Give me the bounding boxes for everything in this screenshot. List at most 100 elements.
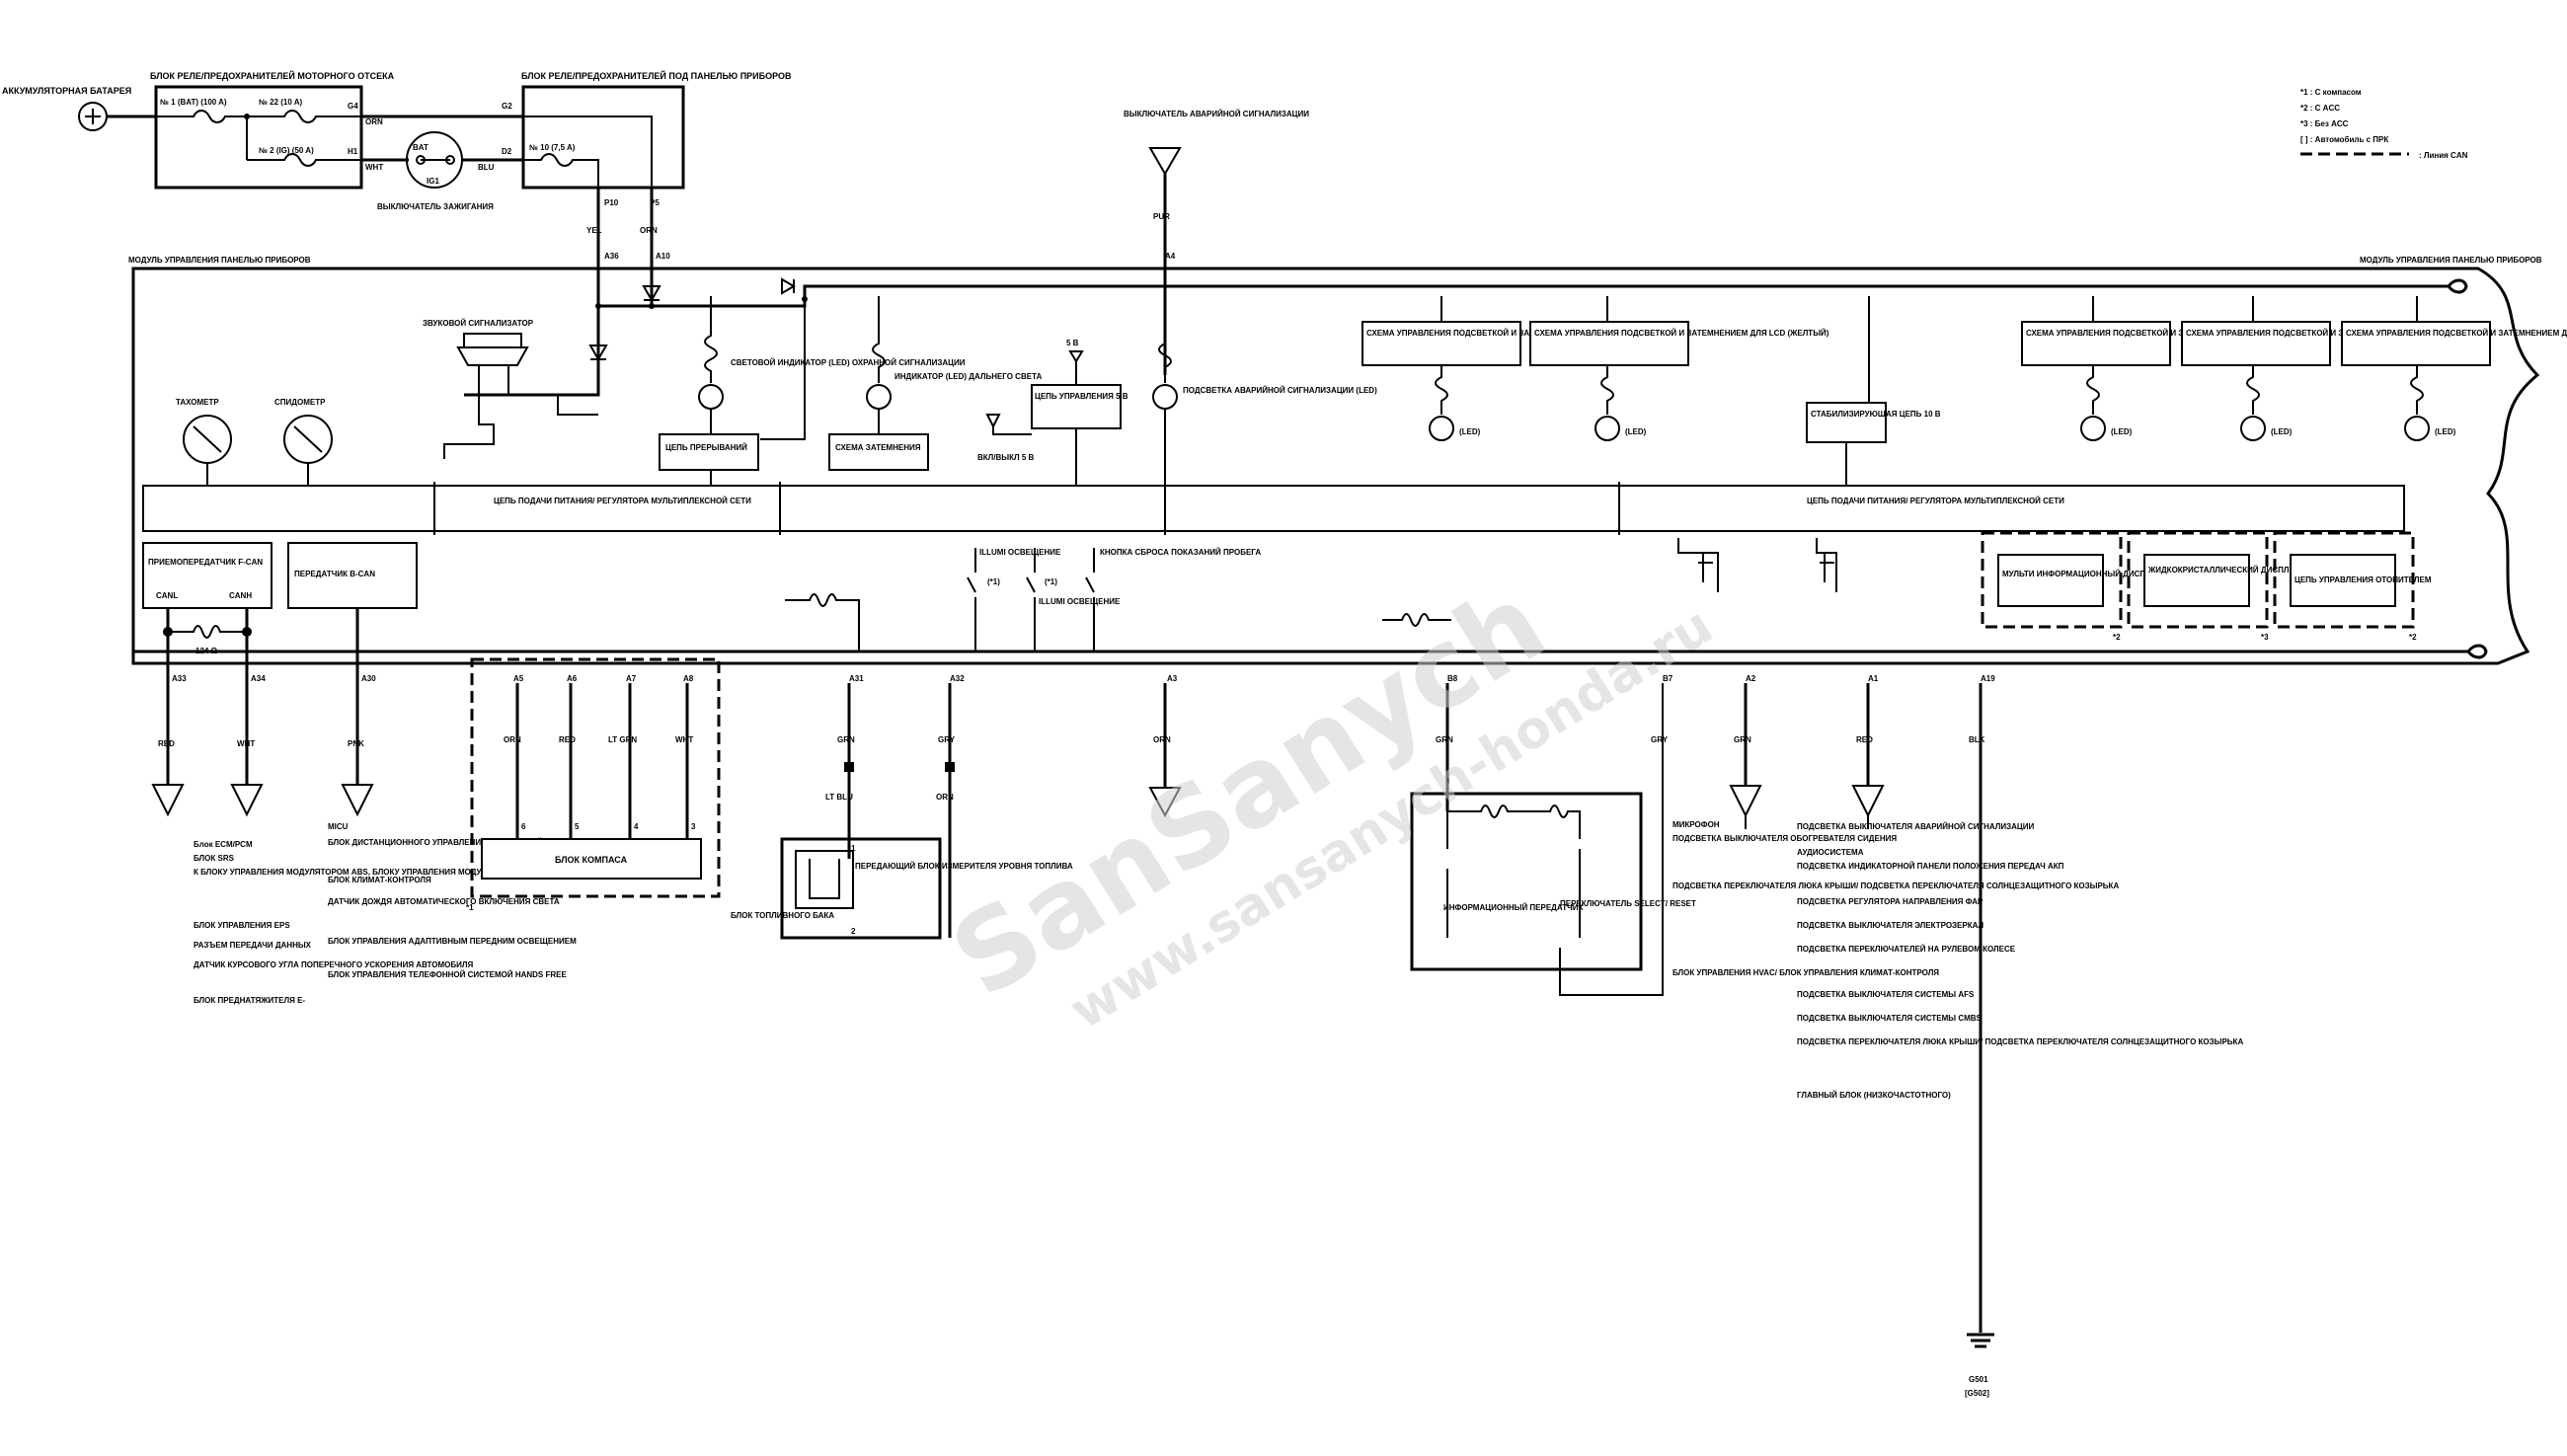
wire-gry-b7: GRY	[1651, 735, 1669, 744]
a3-output: ORN	[1148, 683, 1182, 818]
legend-can: : Линия CAN	[2419, 151, 2468, 160]
stabilizer: СТАБИЛИЗИРУЮЩАЯ ЦЕПЬ 10 В	[1806, 296, 1941, 486]
fcan-label: ПРИЕМОПЕРЕДАТЧИК F-CAN	[148, 558, 263, 567]
illum-item-3: ПОДСВЕТКА ИНДИКАТОРНОЙ ПАНЕЛИ ПОЛОЖЕНИЯ …	[1797, 862, 2064, 871]
hazard-switch: ВЫКЛЮЧАТЕЛЬ АВАРИЙНОЙ СИГНАЛИЗАЦИИ PUR A…	[1124, 110, 1309, 261]
lcd-yellow-label: СХЕМА УПРАВЛЕНИЯ ПОДСВЕТКОЙ И ЗАТЕМНЕНИЕ…	[1534, 329, 1829, 338]
pin-a5: A5	[513, 674, 524, 683]
module-title-right: МОДУЛЬ УПРАВЛЕНИЯ ПАНЕЛЬЮ ПРИБОРОВ	[2360, 256, 2542, 265]
gauge-white-label: СХЕМА УПРАВЛЕНИЯ ПОДСВЕТКОЙ И ЗАТЕМНЕНИЕ…	[2186, 329, 2486, 338]
mux-label-left: ЦЕПЬ ПОДАЧИ ПИТАНИЯ/ РЕГУЛЯТОРА МУЛЬТИПЛ…	[494, 497, 751, 505]
illum-item-7: ПОДСВЕТКА ВЫКЛЮЧАТЕЛЯ СИСТЕМЫ AFS	[1797, 990, 1975, 999]
wire-wht-top: WHT	[365, 163, 383, 172]
trip-reset-label: КНОПКА СБРОСА ПОКАЗАНИЙ ПРОБЕГА	[1100, 548, 1261, 557]
lcd-yellow-circuit: СХЕМА УПРАВЛЕНИЯ ПОДСВЕТКОЙ И ЗАТЕМНЕНИЕ…	[1529, 296, 1829, 441]
illum-item-1: ПОДСВЕТКА ВЫКЛЮЧАТЕЛЯ АВАРИЙНОЙ СИГНАЛИЗ…	[1797, 822, 2034, 831]
led-label-1: (LED)	[1459, 427, 1481, 436]
pin-a19: A19	[1981, 674, 1995, 683]
illum-switches: ILLUMI ОСВЕЩЕНИЕ (*1) ILLUMI ОСВЕЩЕНИЕ (…	[750, 548, 1481, 653]
mic-item-2: ПОДСВЕТКА ВЫКЛЮЧАТЕЛЯ ОБОГРЕВАТЕЛЯ СИДЕН…	[1672, 834, 1897, 843]
illum-item-6: ПОДСВЕТКА ПЕРЕКЛЮЧАТЕЛЕЙ НА РУЛЕВОМ КОЛЕ…	[1797, 945, 2016, 954]
pin-a7: A7	[626, 674, 637, 683]
fuel-sender-label: ПЕРЕДАЮЩИЙ БЛОК ИЗМЕРИТЕЛЯ УРОВНЯ ТОПЛИВ…	[855, 862, 1073, 871]
pin-p10: P10	[604, 198, 619, 207]
select-reset-label: ПЕРЕКЛЮЧАТЕЛЬ SELECT/ RESET	[1560, 899, 1696, 908]
five-volt-control: 5 В ЦЕПЬ УПРАВЛЕНИЯ 5 В ВКЛ/ВЫКЛ 5 В	[977, 339, 1128, 486]
led-label-5: (LED)	[2435, 427, 2456, 436]
bcan-item-2: БЛОК ДИСТАНЦИОННОГО УПРАВЛЕНИЯ-ИММОБИЛАЙ…	[328, 838, 559, 847]
gauges: ТАХОМЕТР СПИДОМЕТР	[176, 398, 333, 486]
compass-block: ORN RED LT GRN WHT 6 5 4 3 БЛОК КОМПАСА …	[466, 657, 721, 912]
lcd-display-label: ЖИДКОКРИСТАЛЛИЧЕСКИЙ ДИСПЛЕЙ	[2147, 566, 2300, 575]
fuel-sender: GRN GRY LT BLU ORN 1 2 ПЕРЕДАЮЩИЙ БЛОК И…	[731, 683, 1073, 940]
legend-n3: *3 : Без ACC	[2300, 119, 2349, 128]
pin-a33: A33	[172, 674, 187, 683]
engine-fuse-box: БЛОК РЕЛЕ/ПРЕДОХРАНИТЕЛЕЙ МОТОРНОГО ОТСЕ…	[150, 70, 395, 190]
ft-lcd-white-circuit: СХЕМА УПРАВЛЕНИЯ ПОДСВЕТКОЙ И ЗАТЕМНЕНИЕ…	[2021, 296, 2326, 441]
illum-up-label: ILLUMI ОСВЕЩЕНИЕ	[979, 548, 1061, 557]
instrument-module: МОДУЛЬ УПРАВЛЕНИЯ ПАНЕЛЬЮ ПРИБОРОВ МОДУЛ…	[128, 256, 2542, 665]
ground-label: G501	[1969, 1375, 1988, 1384]
legend-n1: *1 : С компасом	[2300, 88, 2362, 97]
pin-h1: H1	[348, 147, 358, 156]
compass-pin-5: 5	[575, 822, 580, 831]
wire-orn-compass: ORN	[504, 735, 521, 744]
ctrl-5v-label: ЦЕПЬ УПРАВЛЕНИЯ 5 В	[1035, 392, 1128, 401]
battery: АККУМУЛЯТОРНАЯ БАТАРЕЯ	[2, 86, 156, 131]
fuel-pin-1: 1	[851, 844, 856, 853]
pin-d2: D2	[502, 147, 512, 156]
pin-a2: A2	[1746, 674, 1756, 683]
stabilizer-label: СТАБИЛИЗИРУЮЩАЯ ЦЕПЬ 10 В	[1811, 410, 1941, 419]
fuel-tank-label: БЛОК ТОПЛИВНОГО БАКА	[731, 911, 834, 920]
pin-g2: G2	[502, 102, 512, 111]
pin-a34: A34	[251, 674, 266, 683]
ignition-ig1-label: IG1	[427, 177, 439, 186]
pin-g4: G4	[348, 102, 358, 111]
legend-n2: *2 : С ACC	[2300, 104, 2340, 113]
fcan-item-3: К БЛОКУ УПРАВЛЕНИЯ МОДУЛЯТОРОМ ABS, БЛОК…	[194, 868, 540, 877]
pin-a8: A8	[683, 674, 694, 683]
engine-fuse-box-title: БЛОК РЕЛЕ/ПРЕДОХРАНИТЕЛЕЙ МОТОРНОГО ОТСЕ…	[150, 70, 395, 81]
on-off-label: ВКЛ/ВЫКЛ 5 В	[977, 453, 1034, 462]
ignition-switch: BAT IG1 ВЫКЛЮЧАТЕЛЬ ЗАЖИГАНИЯ BLU	[361, 115, 523, 211]
fcan-item-2: БЛОК SRS	[194, 854, 235, 863]
fcan-item-4: БЛОК УПРАВЛЕНИЯ EPS	[194, 921, 290, 930]
led-label-2: (LED)	[1625, 427, 1647, 436]
pin-a6: A6	[567, 674, 578, 683]
pin-b7: B7	[1663, 674, 1673, 683]
displays: МУЛЬТИ ИНФОРМАЦИОННЫЙ ДИСПЛЕЙ ЖИДКОКРИСТ…	[1981, 531, 2432, 642]
wire-blu: BLU	[478, 163, 495, 172]
wire-grn-fuel: GRN	[837, 735, 855, 744]
lcd-white-label: СХЕМА УПРАВЛЕНИЯ ПОДСВЕТКОЙ И ЗАТЕМНЕНИЕ…	[2346, 329, 2567, 338]
fcan-item-1: Блок ECM/PCM	[194, 840, 253, 849]
pin-a30: A30	[361, 674, 376, 683]
pin-b8: B8	[1447, 674, 1458, 683]
illum-down-label: ILLUMI ОСВЕЩЕНИЕ	[1039, 597, 1121, 606]
gauge-white-circuit: СХЕМА УПРАВЛЕНИЯ ПОДСВЕТКОЙ И ЗАТЕМНЕНИЕ…	[2181, 296, 2486, 441]
ignition-bat-label: BAT	[413, 143, 428, 152]
wire-grn-a2: GRN	[1734, 735, 1751, 744]
compass-label: БЛОК КОМПАСА	[555, 855, 628, 865]
wire-red-can: RED	[158, 739, 175, 748]
can-outputs: RED WHT PNK Блок ECM/PCM БЛОК SRS К БЛОК…	[151, 671, 577, 1005]
ground-g501: BLK G501 [G502]	[1965, 683, 1994, 1398]
canl-label: CANL	[156, 591, 178, 600]
tachometer-label: ТАХОМЕТР	[176, 398, 219, 407]
illum-item-5: ПОДСВЕТКА ВЫКЛЮЧАТЕЛЯ ЭЛЕКТРОЗЕРКАЛ	[1797, 921, 1984, 930]
mic-item-3: ПОДСВЕТКА ПЕРЕКЛЮЧАТЕЛЯ ЛЮКА КРЫШИ/ ПОДС…	[1672, 881, 2119, 890]
gauge-red-label: СХЕМА УПРАВЛЕНИЯ ПОДСВЕТКОЙ И ЗАТЕМНЕНИЕ…	[1366, 329, 1676, 338]
illum-item-10: ГЛАВНЫЙ БЛОК (НИЗКОЧАСТОТНОГО)	[1797, 1091, 1951, 1100]
note-2a: *2	[2113, 633, 2121, 642]
info-tx-label: ИНФОРМАЦИОННЫЙ ПЕРЕДАТЧИК	[1443, 903, 1584, 912]
fcan-transceiver: ПРИЕМОПЕРЕДАТЧИК F-CAN CANL CANH 124 Ω	[142, 542, 272, 671]
fuse-10-label: № 10 (7,5 A)	[529, 143, 576, 152]
module-pins-row: A33 A34 A30 A5 A6 A7 A8 A31 A32 A3 B8 B7…	[172, 674, 1995, 683]
pin-a36: A36	[604, 252, 619, 261]
module-title-left: МОДУЛЬ УПРАВЛЕНИЯ ПАНЕЛЬЮ ПРИБОРОВ	[128, 256, 311, 265]
fuse-1-label: № 1 (BAT) (100 A)	[160, 98, 227, 107]
fuse-22-label: № 22 (10 A)	[259, 98, 303, 107]
mux-label-right: ЦЕПЬ ПОДАЧИ ПИТАНИЯ/ РЕГУЛЯТОРА МУЛЬТИПЛ…	[1807, 497, 2064, 505]
multi-display-label: МУЛЬТИ ИНФОРМАЦИОННЫЙ ДИСПЛЕЙ	[2002, 570, 2162, 578]
wire-orn-top: ORN	[365, 117, 383, 126]
